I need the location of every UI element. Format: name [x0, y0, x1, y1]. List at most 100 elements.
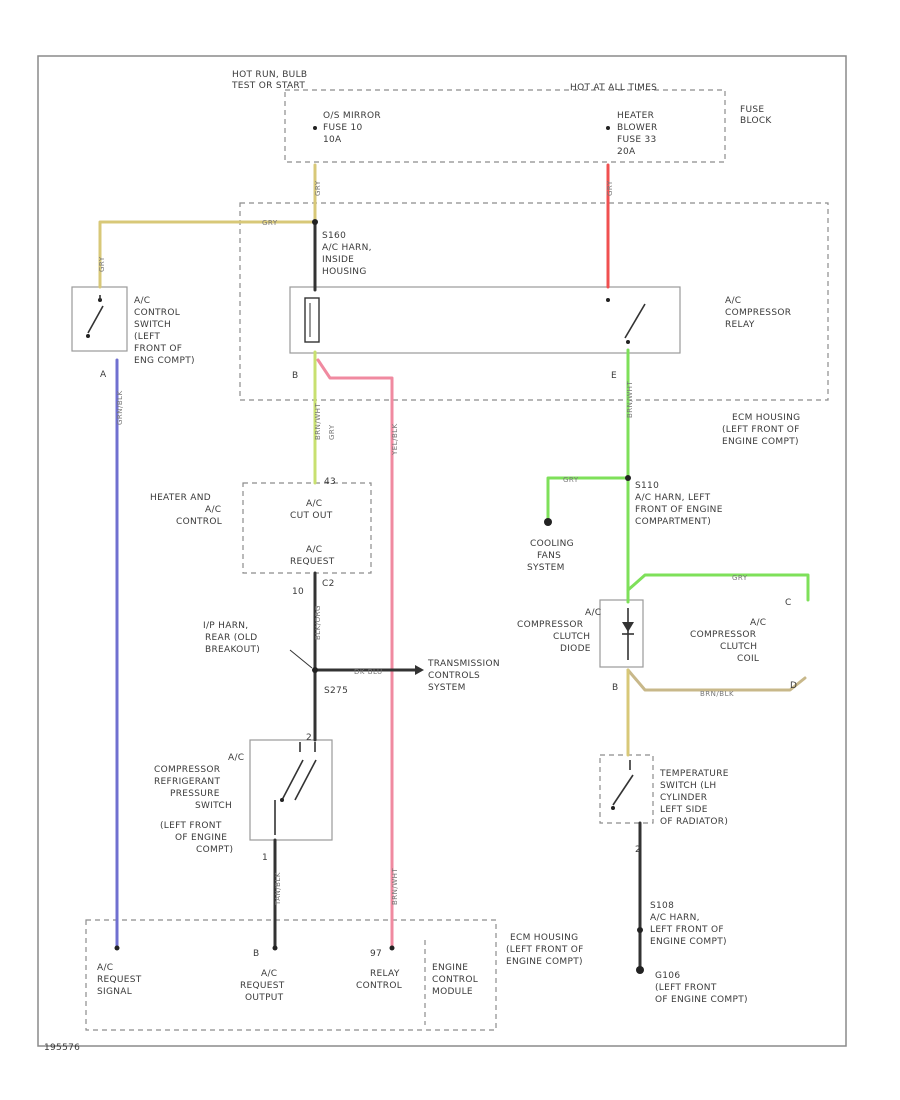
label-acs-2: CONTROL [134, 308, 180, 318]
label-s275: S275 [324, 686, 348, 696]
label-press-7: OF ENGINE [175, 833, 227, 843]
label-s108-2: A/C HARN, [650, 913, 700, 923]
label-hot-at-all-times: HOT AT ALL TIMES [570, 83, 657, 93]
label-ecm-req-1: A/C [97, 963, 113, 973]
label-cutout-2: CUT OUT [290, 511, 333, 521]
label-fuse33-3: FUSE 33 [617, 135, 657, 145]
label-fuse33-2: BLOWER [617, 123, 658, 133]
label-acs-6: ENG COMPT) [134, 356, 195, 366]
label-hac-2: A/C [205, 505, 221, 515]
relay-coil-symbol [304, 297, 320, 343]
wire-code-w11: GRY [732, 574, 748, 582]
label-press-6: (LEFT FRONT [160, 821, 222, 831]
ecm-pin-b [272, 945, 278, 951]
label-ecm-req-3: SIGNAL [97, 987, 132, 997]
splice-s108 [637, 927, 643, 933]
wire-code-w9: BRN/WHT [626, 381, 634, 418]
label-ecm-hsg2-3: ENGINE COMPT) [506, 957, 583, 967]
pin-10: 10 [292, 587, 304, 597]
relay-inner-box [289, 286, 681, 354]
label-diode-4: DIODE [560, 644, 591, 654]
wire-code-w7: GRY [328, 424, 336, 440]
wire-code-w4: GRY [606, 180, 614, 196]
wire-tan-s160-acswitch [98, 220, 317, 289]
label-ecm-out-1: A/C [261, 969, 277, 979]
fuse-block-box [284, 89, 726, 163]
pin-1-press: 1 [262, 853, 268, 863]
label-fuse10-2: FUSE 10 [323, 123, 363, 133]
pin-e-relay: E [611, 371, 617, 381]
pin-43: 43 [324, 477, 336, 487]
wire-code-w6: BRN/WHT [314, 403, 322, 440]
label-cooling-2: FANS [537, 551, 561, 561]
ip-harn-leader [289, 649, 313, 669]
splice-s160 [312, 219, 318, 225]
temperature-switch-box [599, 754, 654, 824]
relay-switch-symbol [606, 298, 646, 344]
label-s160-4: HOUSING [322, 267, 367, 277]
label-press-1: A/C [228, 753, 244, 763]
fuse33-terminal [606, 126, 610, 130]
label-cooling-1: COOLING [530, 539, 574, 549]
pin-d-coil: D [790, 681, 797, 691]
label-trans-3: SYSTEM [428, 683, 466, 693]
wire-code-w1: GRY [314, 180, 322, 196]
wire-code-w5: GRN/BLK [116, 390, 124, 425]
cooling-fans-terminal [544, 518, 552, 526]
label-s110-2: A/C HARN, LEFT [635, 493, 711, 503]
pin-2-temp: 2 [635, 845, 641, 855]
label-coil-4: COIL [737, 654, 759, 664]
label-relay-2: COMPRESSOR [725, 308, 791, 318]
label-ecm-mod-1: ENGINE [432, 963, 468, 973]
wire-code-w15: TAN/BLK [274, 872, 282, 906]
label-g106-1: G106 [655, 971, 680, 981]
fuse10-terminal [313, 126, 317, 130]
label-ecm-hsg-2: (LEFT FRONT OF [722, 425, 800, 435]
temperature-switch-symbol [611, 760, 634, 810]
label-press-2: COMPRESSOR [154, 765, 220, 775]
clutch-diode-symbol [622, 608, 634, 660]
label-s160-1: S160 [322, 231, 346, 241]
label-coil-3: CLUTCH [720, 642, 757, 652]
label-ecm-relay-2: CONTROL [356, 981, 402, 991]
wire-code-w12: BRN/BLK [700, 690, 734, 698]
label-ecm-hsg2-1: ECM HOUSING [510, 933, 578, 943]
label-fuse33-1: HEATER [617, 111, 654, 121]
arrow-trans [415, 665, 424, 675]
label-press-5: SWITCH [195, 801, 232, 811]
label-s160-2: A/C HARN, [322, 243, 372, 253]
label-press-8: COMPT) [196, 845, 233, 855]
pin-a-acs: A [100, 370, 107, 380]
wire-code-w3: GRY [98, 256, 106, 272]
label-s108-4: ENGINE COMPT) [650, 937, 727, 947]
label-temp-4: LEFT SIDE [660, 805, 708, 815]
label-press-3: REFRIGERANT [154, 777, 220, 787]
ecm-pin-c [389, 945, 395, 951]
label-cutout-1: A/C [306, 499, 322, 509]
wire-code-w14: DK BLU [354, 668, 383, 676]
label-ecm-mod-3: MODULE [432, 987, 473, 997]
relay-housing-box [239, 202, 829, 401]
label-hac-1: HEATER AND [150, 493, 211, 503]
label-ecm-hsg2-2: (LEFT FRONT OF [506, 945, 584, 955]
splice-s110 [625, 475, 631, 481]
label-ipharn-2: REAR (OLD [205, 633, 257, 643]
label-trans-1: TRANSMISSION [427, 659, 500, 669]
wire-code-w10: GRY [563, 476, 579, 484]
label-ipharn-1: I/P HARN, [203, 621, 248, 631]
label-ecm-relay-1: RELAY [370, 969, 400, 979]
label-hac-3: CONTROL [176, 517, 222, 527]
label-s160-3: INSIDE [322, 255, 354, 265]
label-temp-5: OF RADIATOR) [660, 817, 728, 827]
ac-control-switch-symbol [86, 295, 104, 338]
pin-2-press: 2 [306, 733, 312, 743]
label-temp-3: CYLINDER [660, 793, 707, 803]
label-cutout-4: REQUEST [290, 557, 335, 567]
label-acs-3: SWITCH [134, 320, 171, 330]
wire-code-w8: YEL/BLK [391, 423, 399, 456]
pin-b-diode: B [612, 683, 618, 693]
pin-c2: C2 [322, 579, 335, 589]
label-ecm-hsg-1: ECM HOUSING [732, 413, 800, 423]
label-relay-3: RELAY [725, 320, 755, 330]
